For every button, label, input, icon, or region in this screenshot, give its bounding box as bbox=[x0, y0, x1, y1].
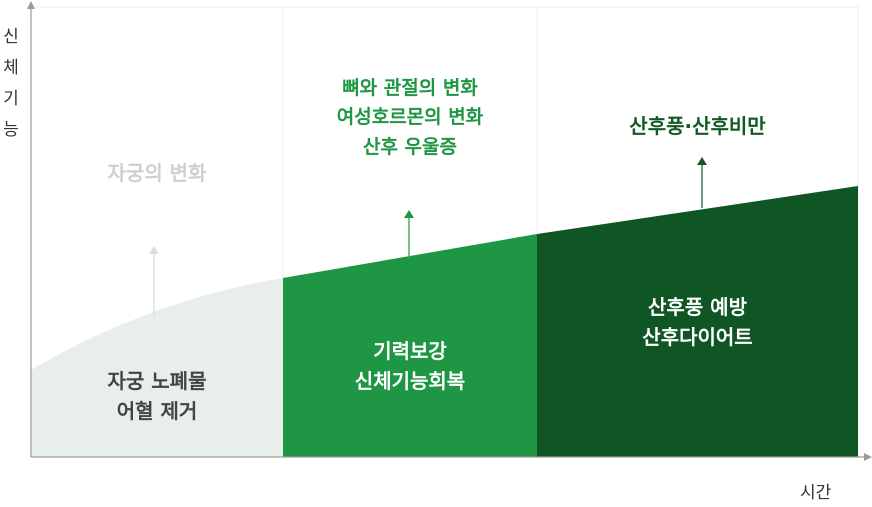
stage-3-effect: 산후풍·산후비만 bbox=[537, 111, 858, 141]
stage-2-area bbox=[283, 234, 537, 457]
stage-2-arrow bbox=[404, 210, 414, 256]
stage-1-effect: 자궁의 변화 bbox=[31, 158, 283, 188]
stage-1-area bbox=[31, 278, 283, 457]
stage-1-care: 자궁 노폐물 어혈 제거 bbox=[31, 366, 283, 426]
stage-3-care: 산후풍 예방 산후다이어트 bbox=[537, 292, 858, 352]
stage-1-arrow bbox=[149, 246, 159, 316]
stage-2-effect-line: 여성호르몬의 변화 bbox=[336, 106, 484, 129]
stage-1-effect-line: 자궁의 변화 bbox=[107, 161, 207, 185]
y-axis-label-char: 기 bbox=[3, 89, 19, 109]
y-axis-label-char: 신 bbox=[3, 27, 19, 47]
stage-3-arrow bbox=[697, 157, 707, 208]
stage-1-care-line: 어혈 제거 bbox=[116, 399, 198, 423]
stage-3-care-line: 산후다이어트 bbox=[642, 325, 753, 349]
y-axis-label: 신 체 기 능 bbox=[0, 22, 22, 146]
stage-2-care: 기력보강 신체기능회복 bbox=[283, 336, 537, 396]
stage-2-care-line: 신체기능회복 bbox=[354, 369, 466, 393]
stage-3-effect-line: 산후풍·산후비만 bbox=[629, 114, 766, 138]
y-axis-label-char: 체 bbox=[3, 58, 19, 78]
stage-2-effect: 뼈와 관절의 변화 여성호르몬의 변화 산후 우울증 bbox=[283, 74, 537, 162]
stage-2-effect-line: 뼈와 관절의 변화 bbox=[342, 77, 478, 99]
x-axis-arrowhead bbox=[864, 453, 872, 461]
x-axis-label: 시간 bbox=[800, 483, 832, 503]
axes bbox=[30, 8, 866, 458]
stage-2-effect-line: 산후 우울증 bbox=[362, 135, 457, 158]
stage-1-care-line: 자궁 노폐물 bbox=[107, 369, 207, 393]
stage-2-care-line: 기력보강 bbox=[373, 339, 447, 363]
y-axis-label-char: 능 bbox=[3, 120, 19, 140]
y-axis-arrowhead bbox=[27, 1, 35, 9]
stage-3-care-line: 산후풍 예방 bbox=[648, 295, 747, 319]
stage-3-area bbox=[537, 186, 858, 457]
